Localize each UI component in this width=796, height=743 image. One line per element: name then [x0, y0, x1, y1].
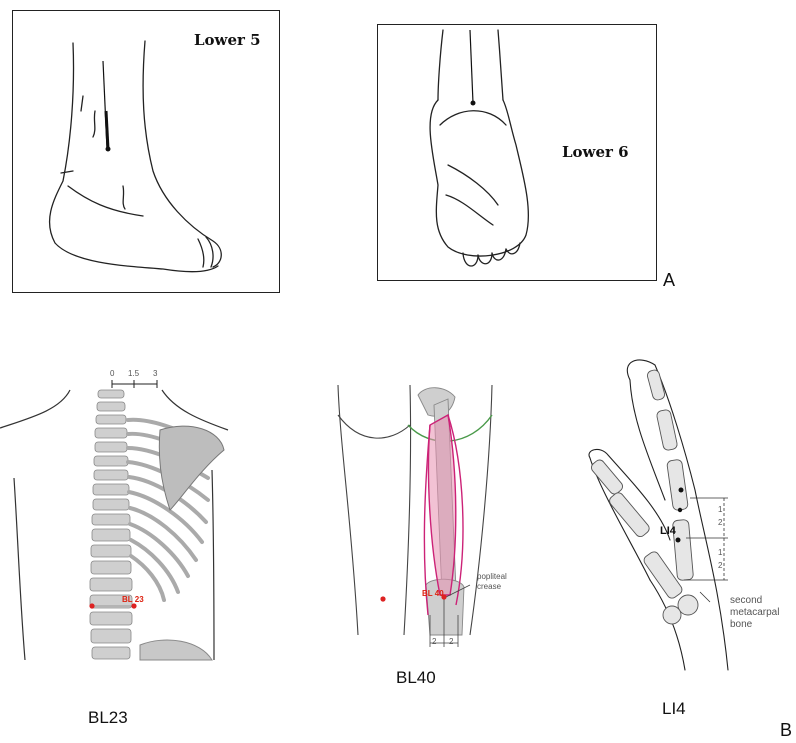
lower5-point [106, 147, 111, 152]
bl23-point-right [131, 603, 136, 608]
li4-hand-illustration [560, 340, 790, 670]
bl23-scale-2: 3 [153, 369, 157, 378]
li4-fraction-1: 1 [718, 505, 722, 514]
bl23-scale-0: 0 [110, 369, 114, 378]
li4-point-upper [679, 488, 684, 493]
bl40-crease-label-2: crease [477, 582, 501, 591]
li4-fraction-4: 2 [718, 561, 722, 570]
li4-caption: LI4 [662, 699, 686, 719]
bl23-point-label: BL 23 [122, 595, 144, 604]
lower5-label: Lower 5 [194, 31, 261, 49]
bl40-measure-right: 2 [449, 637, 453, 646]
li4-bone-label-1: second [730, 595, 762, 606]
ankle-illustration [13, 11, 281, 294]
bl40-caption: BL40 [396, 668, 436, 688]
bl40-measure-left: 2 [432, 637, 436, 646]
bl23-point-left [89, 603, 94, 608]
bl23-scale-1: 1.5 [128, 369, 139, 378]
lower6-label: Lower 6 [562, 143, 629, 161]
panel-a-letter: A [663, 270, 675, 291]
li4-bone-label-3: bone [730, 619, 752, 630]
panel-b-letter: B [780, 720, 792, 741]
lower5-frame: Lower 5 [12, 10, 280, 293]
bl40-leg-illustration [330, 385, 510, 650]
lower6-needle [470, 30, 473, 103]
li4-bone-label-2: metacarpal [730, 607, 779, 618]
li4-point [676, 538, 681, 543]
bl40-side-point [380, 596, 385, 601]
li4-fraction-2: 2 [718, 518, 722, 527]
lower6-frame: Lower 6 [377, 24, 657, 281]
lower6-point [471, 101, 476, 106]
bl23-back-illustration [0, 360, 230, 660]
bl40-point-label: BL 40 [422, 589, 444, 598]
bl23-caption: BL23 [88, 708, 128, 728]
li4-point-label: LI4 [660, 525, 676, 537]
li4-point-lower [678, 508, 682, 512]
bl40-crease-label-1: popliteal [477, 572, 507, 581]
li4-fraction-3: 1 [718, 548, 722, 557]
